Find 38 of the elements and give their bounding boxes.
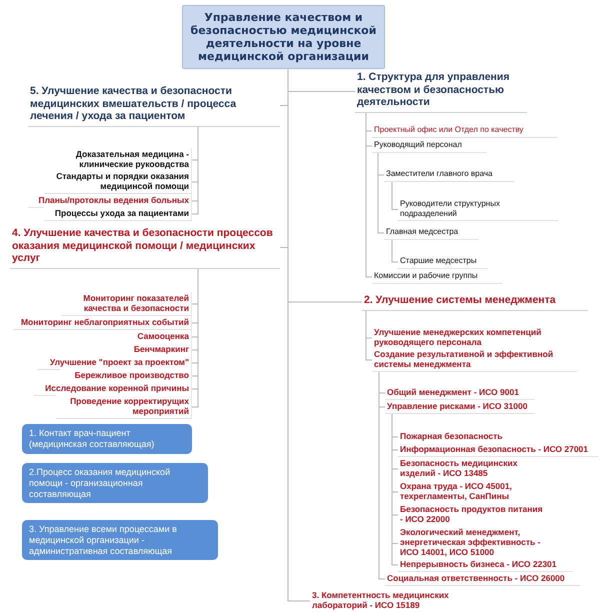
branch-heading: 1. Структура для управления качеством и безопасностью деятельности [355,70,527,113]
subtopic-item: Стандарты и порядки оказания медицинсой помощи [44,170,192,194]
branch-heading: 5. Улучшение качества и безопасности медицинских вмешательств / процесса лечения / ухода за пациентом [28,84,280,127]
subtopic-item: Бенчмаркинг [100,343,192,358]
subtopic-item: Общий менеджмент - ИСО 9001 [385,386,535,400]
subtopic-item: Заместители главного врача [384,168,514,182]
subtopic-item: Проектный офис или Отдел по качеству [372,124,557,138]
info-box: 1. Контакт врач-пациент (медицинская составляющая) [22,424,192,454]
subtopic-item: Старшие медсестры [398,255,488,269]
subtopic-item: Мониторинг показателей качества и безопасности [62,292,192,316]
subtopic-item: Создание результативной и эффективной системы менеджмента [372,348,577,372]
connector-line [366,310,372,360]
connector-line [392,240,398,262]
subtopic-item: Проведение корректирущих мероприятий [56,395,192,420]
branch-heading: 2. Улучшение системы менеджмента [362,293,588,311]
connector-line [378,372,386,580]
connector-line [280,68,288,106]
subtopic-item: Главная медсестра [384,226,479,240]
topic-box: Управление качеством и безопасностью медицинской деятельности на уровне медицинской организации [182,5,385,69]
connector-line [366,112,372,278]
subtopic-item: Мониторинг неблагоприятных событий [14,316,192,330]
subtopic-item: Руководящий персонал [372,139,487,153]
subtopic-item: Улучшение "проект за проектом" [38,356,192,370]
subtopic-item: Социальная ответственность - ИСО 26000 [385,572,580,586]
info-box: 3. Управление всеми процессами в медицинской организации - административная составляющая [22,520,218,560]
subtopic-item: Информационная безопасность - ИСО 27001 [398,443,598,458]
branch-heading: 4. Улучшение качества и безопасности процессов оказания медицинской помощи / медицинских услуг [10,226,280,269]
subtopic-item: Комиссии и рабочие группы [372,270,502,284]
subtopic-item: Процессы ухода за пациентами [44,207,192,222]
subtopic-item: Управление рисками - ИСО 31000 [385,400,535,414]
subtopic-item: Непрерывность бизнеса - ИСО 22301 [398,558,573,572]
connector-line [378,152,384,234]
subtopic-item: Руководители структурных подразделений [398,198,558,222]
info-box: 2.Процесс оказания медицинской помощи - организационная составляющая [22,463,208,504]
subtopic-item: Бережливое производство [60,369,192,384]
subtopic-item: Планы/протоклы ведения больных [28,194,192,208]
connector-line [392,182,398,210]
subtopic-item: Исследование коренной причины [34,382,192,396]
